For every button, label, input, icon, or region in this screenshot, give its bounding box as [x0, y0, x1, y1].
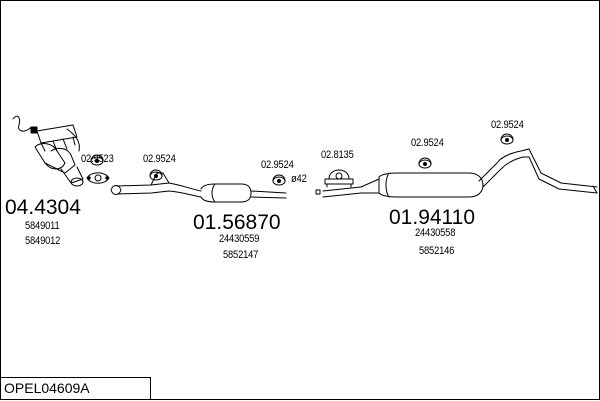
rear-silencer-oem-2: 5852146	[419, 245, 455, 257]
rear-silencer-ref: 01.94110	[389, 206, 476, 229]
clamp-ref: 02.8135	[321, 149, 354, 161]
front-pipe	[110, 172, 287, 203]
exhaust-manifold	[12, 115, 84, 187]
diagram-code: OPEL04609A	[1, 377, 151, 399]
rubber-mount-5	[500, 133, 514, 145]
clamp-02-8135	[324, 169, 354, 188]
front-pipe-oem-1: 24430559	[219, 233, 260, 245]
gasket-ref: 02.9523	[81, 153, 114, 165]
rubber-mount-1	[90, 154, 104, 166]
mount-ref-1: 02.9524	[143, 153, 176, 165]
rear-silencer	[360, 148, 598, 198]
gasket-02-9523	[86, 172, 110, 184]
rubber-mount-2	[149, 169, 163, 181]
rubber-mount-4	[418, 157, 432, 169]
mount-ref-3: 02.9524	[411, 137, 444, 149]
mount-ref-2: 02.9524	[261, 159, 294, 171]
manifold-ref: 04.4304	[5, 196, 81, 219]
mount-ref-4: 02.9524	[491, 119, 524, 131]
manifold-oem-1: 5849011	[25, 220, 60, 232]
front-pipe-oem-2: 5852147	[223, 249, 259, 261]
connector-sleeve	[315, 186, 362, 198]
rear-silencer-oem-1: 24430558	[415, 227, 456, 239]
manifold-oem-2: 5849012	[25, 235, 61, 247]
clamp-size: ø42	[291, 173, 307, 185]
rubber-mount-3	[272, 174, 286, 186]
front-pipe-ref: 01.56870	[193, 211, 281, 234]
